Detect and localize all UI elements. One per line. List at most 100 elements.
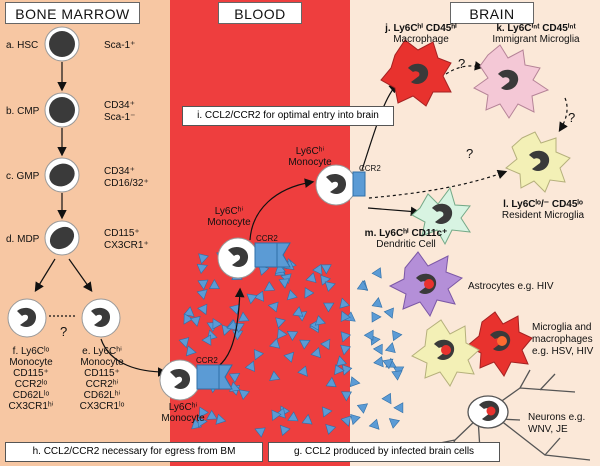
ccl2-triangle: [388, 418, 401, 429]
ccl2-triangle: [312, 263, 323, 276]
ccl2-triangle: [372, 343, 383, 356]
ccl2-triangle: [393, 402, 404, 414]
ccl2-triangle: [197, 416, 208, 428]
ccl2-triangle: [183, 306, 195, 317]
ccl2-triangle: [373, 356, 384, 368]
ccl2-triangle: [339, 297, 350, 309]
ccl2-triangle: [275, 317, 286, 329]
ccl2-triangle: [271, 409, 282, 421]
ccl2-triangle: [324, 281, 336, 292]
ccl2-triangle: [381, 392, 392, 405]
ccl2-triangle: [371, 297, 383, 308]
ccl2-triangle: [334, 364, 345, 376]
ccl2-triangle: [363, 329, 374, 341]
ccl2-triangle: [384, 342, 396, 354]
ccl2-triangle: [286, 331, 299, 341]
ccl2-triangle: [340, 310, 351, 323]
dendritic-cell: [411, 186, 471, 246]
cmp-cell: [44, 92, 80, 128]
ccl2-triangle: [340, 415, 352, 427]
question-mark-3: ?: [466, 146, 474, 161]
ccl2-triangle: [197, 303, 208, 316]
ccl2-triangle: [267, 301, 279, 313]
ccl2-triangle: [320, 264, 332, 275]
ccl2-triangle: [279, 424, 291, 436]
ccl2-triangle: [286, 289, 298, 301]
neuron-cell: [429, 369, 591, 461]
mdp-marker-2: CX3CR1⁺: [104, 240, 149, 251]
hsc-label: a. HSC: [6, 40, 39, 51]
ccl2-triangle: [244, 360, 255, 372]
entry-box: i. CCL2/CCR2 for optimal entry into brai…: [182, 106, 394, 126]
brain-header: BRAIN: [450, 2, 534, 24]
ccl2-triangle: [292, 306, 304, 317]
ccl2-triangle: [254, 427, 266, 438]
ccl2-triangle: [301, 413, 313, 425]
neurons-label: Neurons e.g.WNV, JE: [528, 412, 586, 435]
ccl2-triangle: [356, 280, 369, 291]
ccl2-triangle: [304, 287, 315, 299]
ccl2-triangle: [189, 316, 201, 327]
ccr2-label-middle: CCR2: [256, 234, 278, 243]
ccl2-triangle: [278, 278, 290, 289]
ccl2-triangle: [228, 372, 241, 383]
ly6c-hi-monocyte-marrow-cell: [81, 298, 121, 338]
ccl2-triangle: [186, 345, 197, 357]
ly6c-lo-monocyte-cell: [7, 298, 47, 338]
ccl2-triangle: [340, 391, 352, 402]
ccl2-triangle: [383, 307, 394, 319]
ccl2-box: g. CCL2 produced by infected brain cells: [268, 442, 500, 462]
ccl2-triangle: [368, 418, 380, 430]
ccl2-triangle: [356, 403, 369, 414]
egress-box: h. CCL2/CCR2 necessary for egress from B…: [5, 442, 263, 462]
ccl2-triangle: [263, 281, 276, 292]
ccl2-triangle: [287, 411, 299, 422]
macrophage-cell: [380, 39, 452, 107]
astrocyte-cell: [388, 251, 464, 318]
ccl2-triangle: [323, 302, 335, 313]
astrocytes-label: Astrocytes e.g. HIV: [468, 281, 554, 292]
ccl2-triangle: [238, 389, 250, 400]
ccl2-triangle: [277, 328, 288, 340]
ccl2-triangle: [299, 339, 311, 350]
ccl2-triangle: [325, 376, 337, 388]
ccl2-triangle: [349, 376, 361, 388]
mdp-cell: [44, 220, 80, 256]
monocyte-question: ?: [60, 324, 68, 339]
hsc-cell: [44, 26, 80, 62]
ccl2-triangle: [371, 267, 382, 279]
ccl2-triangle: [275, 263, 286, 274]
resident-microglia-cell: [505, 131, 571, 193]
ccl2-triangle: [198, 253, 209, 265]
gmp-marker-1: CD34⁺: [104, 166, 135, 177]
ccl2-triangle: [253, 349, 264, 361]
ccl2-triangle: [197, 279, 209, 290]
ccl2-triangle: [269, 338, 281, 349]
ccl2-triangle: [198, 406, 209, 418]
ccl2-triangle: [238, 311, 250, 322]
ccl2-triangle: [350, 414, 361, 426]
dendritic-cell-label: m. Ly6Cʰⁱ CD11c⁺Dendritic Cell: [364, 228, 448, 250]
ccr2-label-bottom: CCR2: [196, 356, 218, 365]
cmp-marker-2: Sca-1⁻: [104, 112, 136, 123]
ccl2-triangle: [215, 413, 227, 425]
ccl2-triangle: [246, 293, 258, 305]
cmp-marker-1: CD34⁺: [104, 100, 135, 111]
monocyte-bottom: [159, 359, 233, 401]
ccl2-triangle: [391, 370, 403, 381]
ccl2-triangle: [206, 409, 218, 420]
ccl2-triangle: [382, 358, 394, 370]
gmp-cell: [44, 157, 80, 193]
ccl2-triangle: [196, 263, 208, 275]
ccl2-triangle: [340, 331, 352, 343]
ccl2-triangle: [201, 334, 212, 346]
